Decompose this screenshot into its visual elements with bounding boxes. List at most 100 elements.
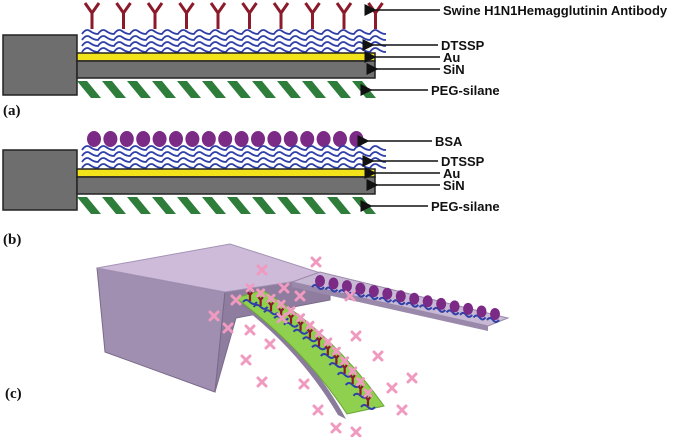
virus-particle [230, 294, 242, 306]
dtssp-linker [336, 371, 353, 378]
panel-b-gold-layer [76, 168, 376, 178]
dtssp-linker [328, 362, 345, 369]
virus-particle [256, 376, 268, 388]
antibody-y-shape [83, 2, 101, 29]
peg-silane-molecule [152, 197, 176, 214]
bsa-protein [333, 131, 347, 147]
dtssp-linker [445, 309, 460, 316]
bsa-protein [119, 131, 134, 147]
panel-b-sin-label: SiN [443, 178, 465, 193]
dtssp-linker [263, 309, 279, 316]
dtssp-linker [360, 404, 376, 410]
virus-particle [350, 330, 362, 342]
antibody-y-shape [304, 2, 321, 29]
panel-a-tag: (a) [3, 103, 21, 119]
panel-b-au-label: Au [443, 166, 460, 181]
panel-b-peg-silane-layer [77, 197, 376, 214]
virus-particle [312, 404, 324, 416]
bsa-protein [490, 308, 500, 320]
dtssp-linker [320, 352, 336, 359]
dtssp-linker-row [81, 35, 387, 41]
peg-silane-molecule [277, 81, 301, 98]
bsa-protein [463, 302, 474, 315]
antibody-y [339, 356, 350, 374]
antibody-y [314, 328, 324, 347]
bound-virus [266, 293, 276, 303]
panel-b-arrows [357, 135, 440, 212]
peg-silane-molecule [277, 197, 301, 214]
antibody-y [304, 2, 321, 29]
bsa-protein [315, 275, 325, 287]
bound-virus [305, 320, 315, 330]
virus-particle [396, 404, 408, 416]
antibody-y-shape [209, 2, 227, 29]
panel-a-antibody-layer [83, 2, 384, 29]
antibody-y-shape [178, 2, 195, 29]
dtssp-linker [242, 299, 258, 305]
virus-particle [406, 372, 418, 384]
antibody-y [355, 377, 366, 395]
antibody-y [245, 283, 255, 301]
antibody-y-shape [367, 2, 384, 29]
peg-silane-molecule [77, 81, 101, 98]
bsa-protein [103, 131, 118, 147]
dtssp-linker [365, 294, 379, 301]
dtssp-linker-row [81, 29, 387, 35]
bound-virus [296, 313, 306, 323]
h1n1-virus-particles [208, 256, 418, 437]
peg-silane-molecule [102, 197, 126, 214]
antibody-y [347, 366, 358, 384]
virus-particle [264, 338, 276, 350]
bsa-protein [316, 131, 331, 147]
panel-a-arrows [360, 4, 440, 96]
dtssp-linker [391, 299, 406, 306]
bound-virus [340, 356, 350, 366]
bsa-protein [136, 131, 151, 147]
antibody-y [305, 320, 315, 339]
bound-virus [276, 299, 286, 309]
dtssp-linker [418, 304, 433, 311]
bsa-protein [341, 280, 352, 293]
virus-particle [344, 290, 356, 302]
peg-silane-molecule [327, 197, 351, 214]
bsa-protein [449, 300, 460, 313]
bsa-protein [476, 305, 487, 318]
sensing-cantilever-edge [236, 300, 346, 419]
antibody-y-shape [272, 2, 290, 29]
peg-silane-molecule [252, 81, 276, 98]
panel-b-tag: (b) [3, 232, 21, 248]
dtssp-linker [486, 317, 500, 323]
panel-b-bsa-layer [87, 131, 364, 147]
bound-virus [314, 328, 324, 338]
bsa-protein [368, 285, 379, 298]
bsa-protein [87, 131, 101, 147]
bsa-protein [267, 131, 282, 147]
peg-silane-molecule [177, 197, 201, 214]
peg-silane-molecule [202, 197, 226, 214]
antibody-y [178, 2, 195, 29]
reference-cantilever-dtssp [311, 284, 500, 323]
reference-cantilever-bsa [315, 275, 500, 320]
antibody-y [276, 299, 286, 318]
panel-b-dtssp-label: DTSSP [441, 154, 485, 169]
peg-silane-molecule [152, 81, 176, 98]
antibody-y [363, 388, 373, 406]
bsa-protein [300, 131, 315, 147]
virus-particle [244, 324, 256, 336]
antibody-y [146, 2, 164, 29]
dtssp-linker [405, 301, 420, 308]
peg-silane-molecule [77, 197, 101, 214]
antibody-y-shape [335, 2, 353, 29]
antibody-y [272, 2, 290, 29]
peg-silane-molecule [227, 197, 251, 214]
dtssp-linker-row [81, 151, 387, 157]
panel-a-antibody-label: Swine H1N1Hemagglutinin Antibody [443, 3, 668, 18]
panel-a-dtssp-layer [81, 29, 387, 53]
bsa-protein [251, 131, 265, 147]
antibody-y [255, 288, 266, 306]
dtssp-linker-row [81, 145, 387, 151]
bound-virus [348, 366, 358, 376]
virus-particle [240, 354, 252, 366]
dtssp-linker-row [81, 47, 387, 53]
